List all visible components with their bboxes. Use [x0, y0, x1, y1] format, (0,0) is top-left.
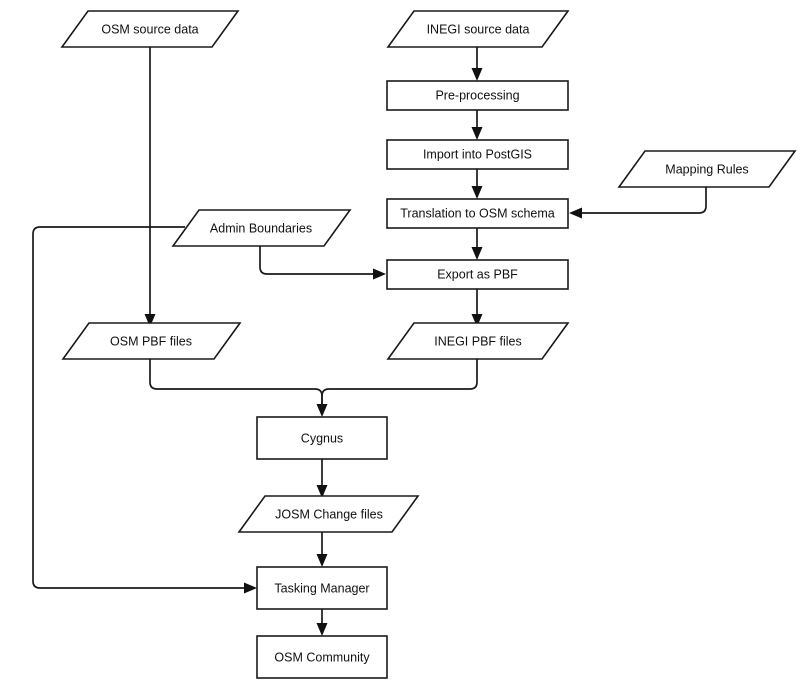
node-pre-processing[interactable]: Pre-processing: [386, 80, 569, 111]
edge-admin-boundaries-to-export-pbf: [259, 246, 386, 280]
edge-inegi-pbf-to-cygnus: [321, 359, 478, 408]
edges-layer: [32, 47, 707, 636]
node-mapping-rules[interactable]: Mapping Rules: [617, 150, 797, 188]
node-label-inegi-source-data: INEGI source data: [427, 22, 530, 36]
node-label-pre-processing: Pre-processing: [435, 88, 519, 102]
node-tasking-manager[interactable]: Tasking Manager: [256, 566, 388, 610]
node-label-import-into-postgis: Import into PostGIS: [423, 147, 532, 161]
node-translation-to-osm-schema[interactable]: Translation to OSM schema: [386, 198, 569, 229]
node-label-export-as-pbf: Export as PBF: [437, 267, 518, 281]
edge-import-postgis-to-translation: [471, 169, 483, 199]
node-josm-change-files[interactable]: JOSM Change files: [237, 495, 420, 533]
node-osm-community[interactable]: OSM Community: [256, 635, 388, 679]
edge-inegi-source-to-pre-processing: [471, 47, 483, 81]
node-label-admin-boundaries: Admin Boundaries: [210, 221, 312, 235]
node-label-mapping-rules: Mapping Rules: [665, 162, 748, 176]
node-label-cygnus: Cygnus: [301, 431, 343, 445]
node-label-inegi-pbf-files: INEGI PBF files: [434, 334, 522, 348]
node-osm-pbf-files[interactable]: OSM PBF files: [61, 322, 242, 360]
edge-translation-to-export-pbf: [471, 228, 483, 260]
edge-pre-processing-to-import-postgis: [471, 110, 483, 140]
edge-osm-source-to-osm-pbf: [144, 47, 156, 327]
node-osm-source-data[interactable]: OSM source data: [60, 10, 240, 48]
node-label-osm-source-data: OSM source data: [101, 22, 198, 36]
nodes-layer: OSM source data INEGI source data Pre-pr…: [60, 10, 797, 679]
edge-export-pbf-to-inegi-pbf: [471, 289, 483, 327]
node-cygnus[interactable]: Cygnus: [256, 416, 388, 460]
edge-mapping-rules-to-translation: [569, 187, 707, 219]
edge-cygnus-to-josm-change-files: [316, 459, 328, 498]
node-label-josm-change-files: JOSM Change files: [275, 507, 383, 521]
node-import-into-postgis[interactable]: Import into PostGIS: [386, 139, 569, 170]
edge-tasking-manager-to-osm-community: [316, 609, 328, 636]
node-inegi-pbf-files[interactable]: INEGI PBF files: [386, 322, 570, 360]
edge-josm-change-files-to-tasking-manager: [316, 532, 328, 567]
node-label-osm-pbf-files: OSM PBF files: [110, 334, 192, 348]
node-label-osm-community: OSM Community: [274, 650, 370, 664]
edge-osm-pbf-to-cygnus: [149, 359, 328, 417]
node-inegi-source-data[interactable]: INEGI source data: [386, 10, 570, 48]
node-admin-boundaries[interactable]: Admin Boundaries: [171, 209, 352, 247]
node-label-tasking-manager: Tasking Manager: [274, 581, 369, 595]
node-label-translation-to-osm-schema: Translation to OSM schema: [400, 206, 555, 220]
node-export-as-pbf[interactable]: Export as PBF: [386, 259, 569, 290]
edge-admin-boundaries-to-tasking-manager: [32, 226, 257, 594]
